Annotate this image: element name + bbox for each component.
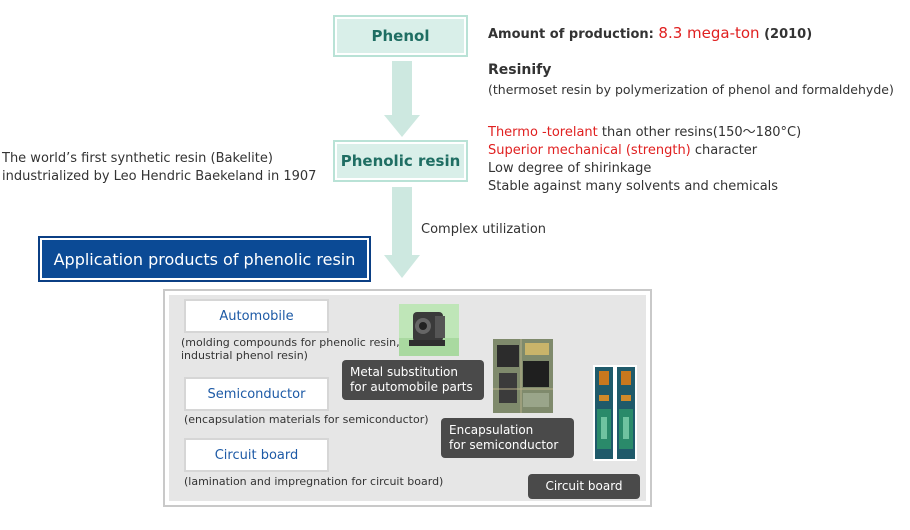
phenolic-resin-label: Phenolic resin xyxy=(337,144,464,178)
applications-panel: Automobile (molding compounds for phenol… xyxy=(163,289,652,507)
phenol-label: Phenol xyxy=(337,19,464,53)
metal-tag-line-2: for automobile parts xyxy=(350,380,473,394)
circuit-board-tag: Circuit board xyxy=(528,474,640,499)
category-automobile-desc: (molding compounds for phenolic resin, i… xyxy=(181,336,400,362)
property-1: Thermo -torelant than other resins(150～1… xyxy=(488,124,801,142)
automobile-part-image xyxy=(399,304,459,356)
property-1-highlight: Thermo -torelant xyxy=(488,125,598,140)
category-automobile: Automobile xyxy=(184,299,329,333)
category-semiconductor-label: Semiconductor xyxy=(188,381,325,407)
encap-tag-line-1: Encapsulation xyxy=(449,423,534,437)
phenol-node: Phenol xyxy=(333,15,468,57)
category-semiconductor: Semiconductor xyxy=(184,377,329,411)
down-arrow-2 xyxy=(384,187,420,278)
property-3: Low degree of shirinkage xyxy=(488,161,652,176)
encapsulation-tag: Encapsulation for semiconductor xyxy=(441,418,574,458)
property-1-text: than other resins(150～180°C) xyxy=(597,125,802,140)
category-semiconductor-desc: (encapsulation materials for semiconduct… xyxy=(184,413,429,426)
metal-substitution-tag: Metal substitution for automobile parts xyxy=(342,360,484,400)
complex-utilization-label: Complex utilization xyxy=(421,222,547,237)
bakelite-line-2: industrialized by Leo Hendric Baekeland … xyxy=(2,169,317,184)
category-circuit-board-label: Circuit board xyxy=(188,442,325,468)
application-title-box: Application products of phenolic resin xyxy=(38,236,371,282)
properties-list: Thermo -torelant than other resins(150～1… xyxy=(488,124,801,196)
production-value: 8.3 mega-ton xyxy=(658,24,760,42)
semiconductor-image xyxy=(493,339,553,413)
category-circuit-board-desc: (lamination and impregnation for circuit… xyxy=(184,475,444,488)
bakelite-line-1: The world’s first synthetic resin (Bakel… xyxy=(2,151,273,166)
application-title: Application products of phenolic resin xyxy=(42,240,367,278)
phenolic-resin-node: Phenolic resin xyxy=(333,140,468,182)
property-2-text: character xyxy=(690,143,758,158)
production-text: Amount of production: 8.3 mega-ton (2010… xyxy=(488,24,812,42)
metal-tag-line-1: Metal substitution xyxy=(350,365,459,379)
production-year: (2010) xyxy=(759,27,813,42)
automobile-desc-line-2: industrial phenol resin) xyxy=(181,349,308,362)
applications-panel-inner: Automobile (molding compounds for phenol… xyxy=(169,295,646,501)
property-4: Stable against many solvents and chemica… xyxy=(488,179,779,194)
encap-tag-line-2: for semiconductor xyxy=(449,438,559,452)
property-2-highlight: Superior mechanical (strength) xyxy=(488,143,691,158)
bakelite-note: The world’s first synthetic resin (Bakel… xyxy=(2,150,316,186)
property-2: Superior mechanical (strength) character xyxy=(488,142,801,160)
resinify-title: Resinify xyxy=(488,62,552,78)
category-automobile-label: Automobile xyxy=(188,303,325,329)
resinify-subtitle: (thermoset resin by polymerization of ph… xyxy=(488,82,894,97)
production-label: Amount of production: xyxy=(488,27,659,42)
category-circuit-board: Circuit board xyxy=(184,438,329,472)
circuit-board-image xyxy=(593,365,637,461)
down-arrow-1 xyxy=(384,61,420,137)
automobile-desc-line-1: (molding compounds for phenolic resin, xyxy=(181,336,400,349)
